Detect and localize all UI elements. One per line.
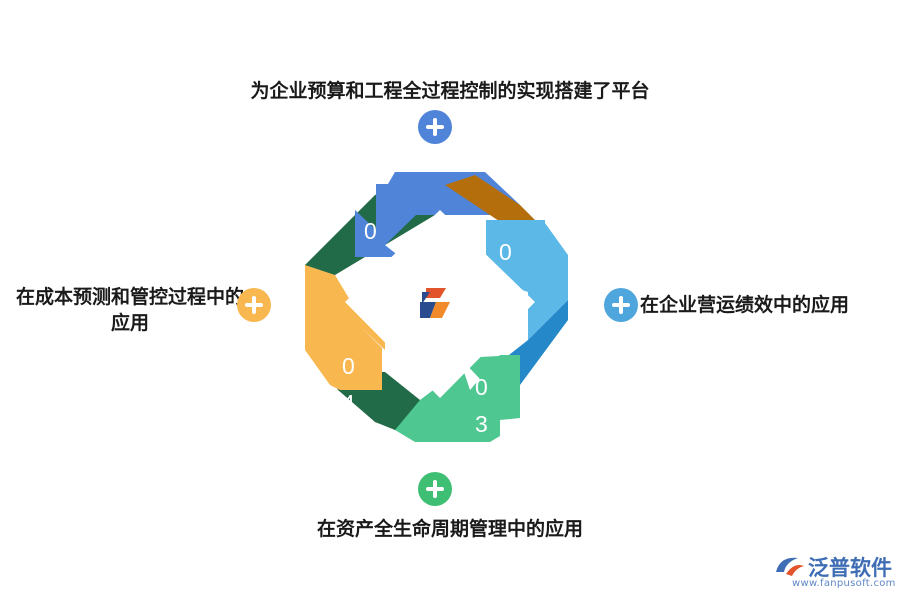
label-right: 在企业营运绩效中的应用 <box>640 294 850 316</box>
step-2-number: 0 <box>499 239 512 265</box>
cycle-diagram: 0 1 0 2 0 3 0 4 <box>305 172 568 442</box>
step-3-number-2: 3 <box>475 411 488 437</box>
label-top: 为企业预算和工程全过程控制的实现搭建了平台 <box>250 80 650 102</box>
step-2-arrow-head <box>486 220 545 290</box>
brand-url[interactable]: www.fanpusoft.com <box>792 578 896 589</box>
step-1-number: 0 <box>364 218 377 244</box>
plus-icon-right[interactable] <box>604 288 638 322</box>
step-3-arrow-tip <box>460 355 520 418</box>
step-4-arrow <box>305 265 385 390</box>
center-logo-icon <box>420 288 450 318</box>
step-4-number-2: 4 <box>342 390 355 416</box>
step-3-number: 0 <box>475 374 488 400</box>
label-left: 在成本预测和管控过程中的应用 <box>15 286 244 334</box>
plus-icon-bottom[interactable] <box>418 472 452 506</box>
brand-logo-icon <box>776 557 804 576</box>
brand-name: 泛普软件 <box>808 556 892 580</box>
step-2-dark-band <box>445 175 540 225</box>
plus-icon-top[interactable] <box>418 110 452 144</box>
label-bottom: 在资产全生命周期管理中的应用 <box>316 518 583 540</box>
plus-icon-left[interactable] <box>237 288 271 322</box>
step-4-number: 0 <box>342 353 355 379</box>
